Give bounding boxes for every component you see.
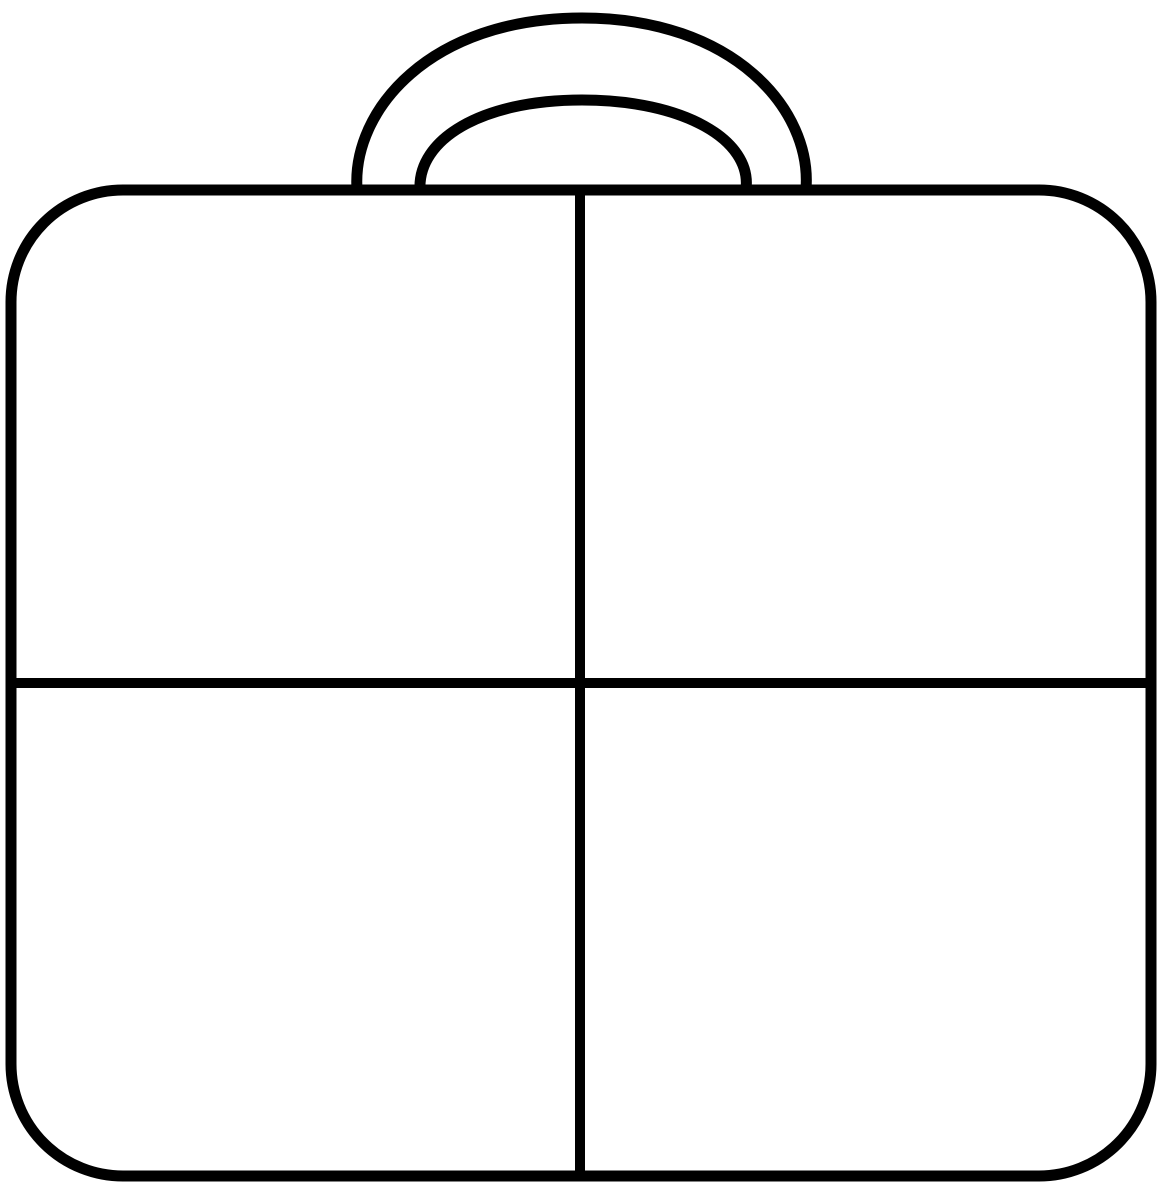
compartment-bottom-right	[587, 690, 1143, 1168]
compartment-top-left	[20, 199, 573, 677]
compartment-bottom-left	[20, 690, 573, 1168]
compartment-top-right	[587, 199, 1143, 677]
